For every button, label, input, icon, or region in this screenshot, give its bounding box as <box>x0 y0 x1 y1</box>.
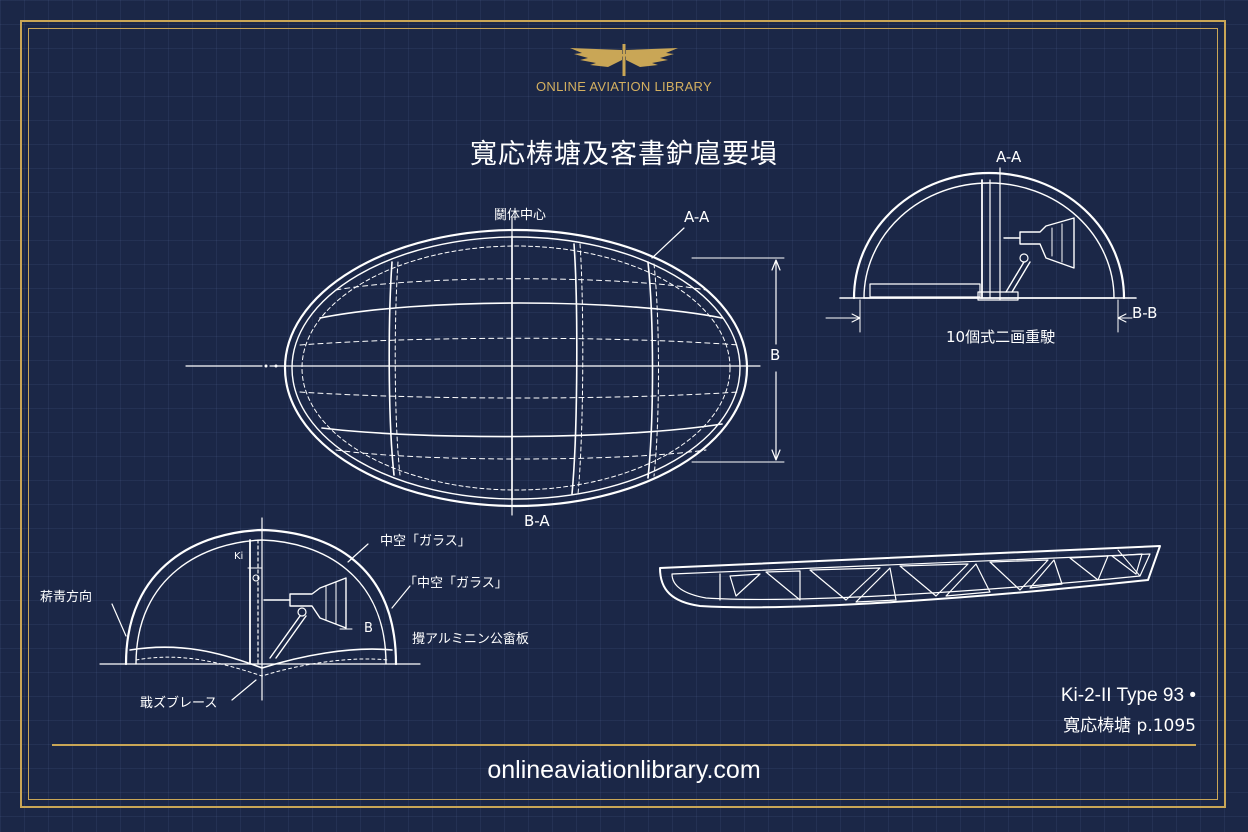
section-b-label: B-A <box>524 512 550 530</box>
section-a-label: A-A <box>684 208 710 226</box>
mark-b-label: B <box>364 621 373 636</box>
glass-label-2: 「中空「ガラス」 <box>404 576 508 591</box>
section-view-caption: 10個式二画重駛 <box>946 328 1056 346</box>
mark-k-label: Ki <box>234 551 244 562</box>
dimension-b-label: B <box>770 346 781 364</box>
website-link[interactable]: onlineaviationlibrary.com <box>487 756 761 784</box>
direction-label: 菥靑方向 <box>40 590 93 605</box>
truss-profile-view <box>659 545 1161 609</box>
main-oval-view <box>185 217 785 516</box>
glass-label-1: 中空「ガラス」 <box>380 534 471 549</box>
brand-name: ONLINE AVIATION LIBRARY <box>536 79 712 94</box>
aluminum-label: 攪アルミニン公畲板 <box>412 632 529 647</box>
footer-divider <box>52 744 1196 746</box>
reference-line-1: Ki-2-II Type 93 • <box>1060 685 1196 706</box>
page-title: 寬応梼塘及客書鈩扈要塤 <box>470 139 778 170</box>
outer-frame <box>20 20 1226 808</box>
winged-emblem-icon <box>570 44 678 76</box>
brace-label: 戢ズブレース <box>140 696 218 711</box>
section-view-b-label: B-B <box>1132 304 1158 322</box>
reference-line-2: 寬応梼塘 p.1095 <box>1063 716 1196 736</box>
section-view-a-a <box>825 167 1137 333</box>
section-view-a-label: A-A <box>996 148 1022 166</box>
center-label: 鬭体中心 <box>494 208 547 223</box>
canopy-side-view <box>99 517 421 701</box>
inner-frame <box>28 28 1218 800</box>
